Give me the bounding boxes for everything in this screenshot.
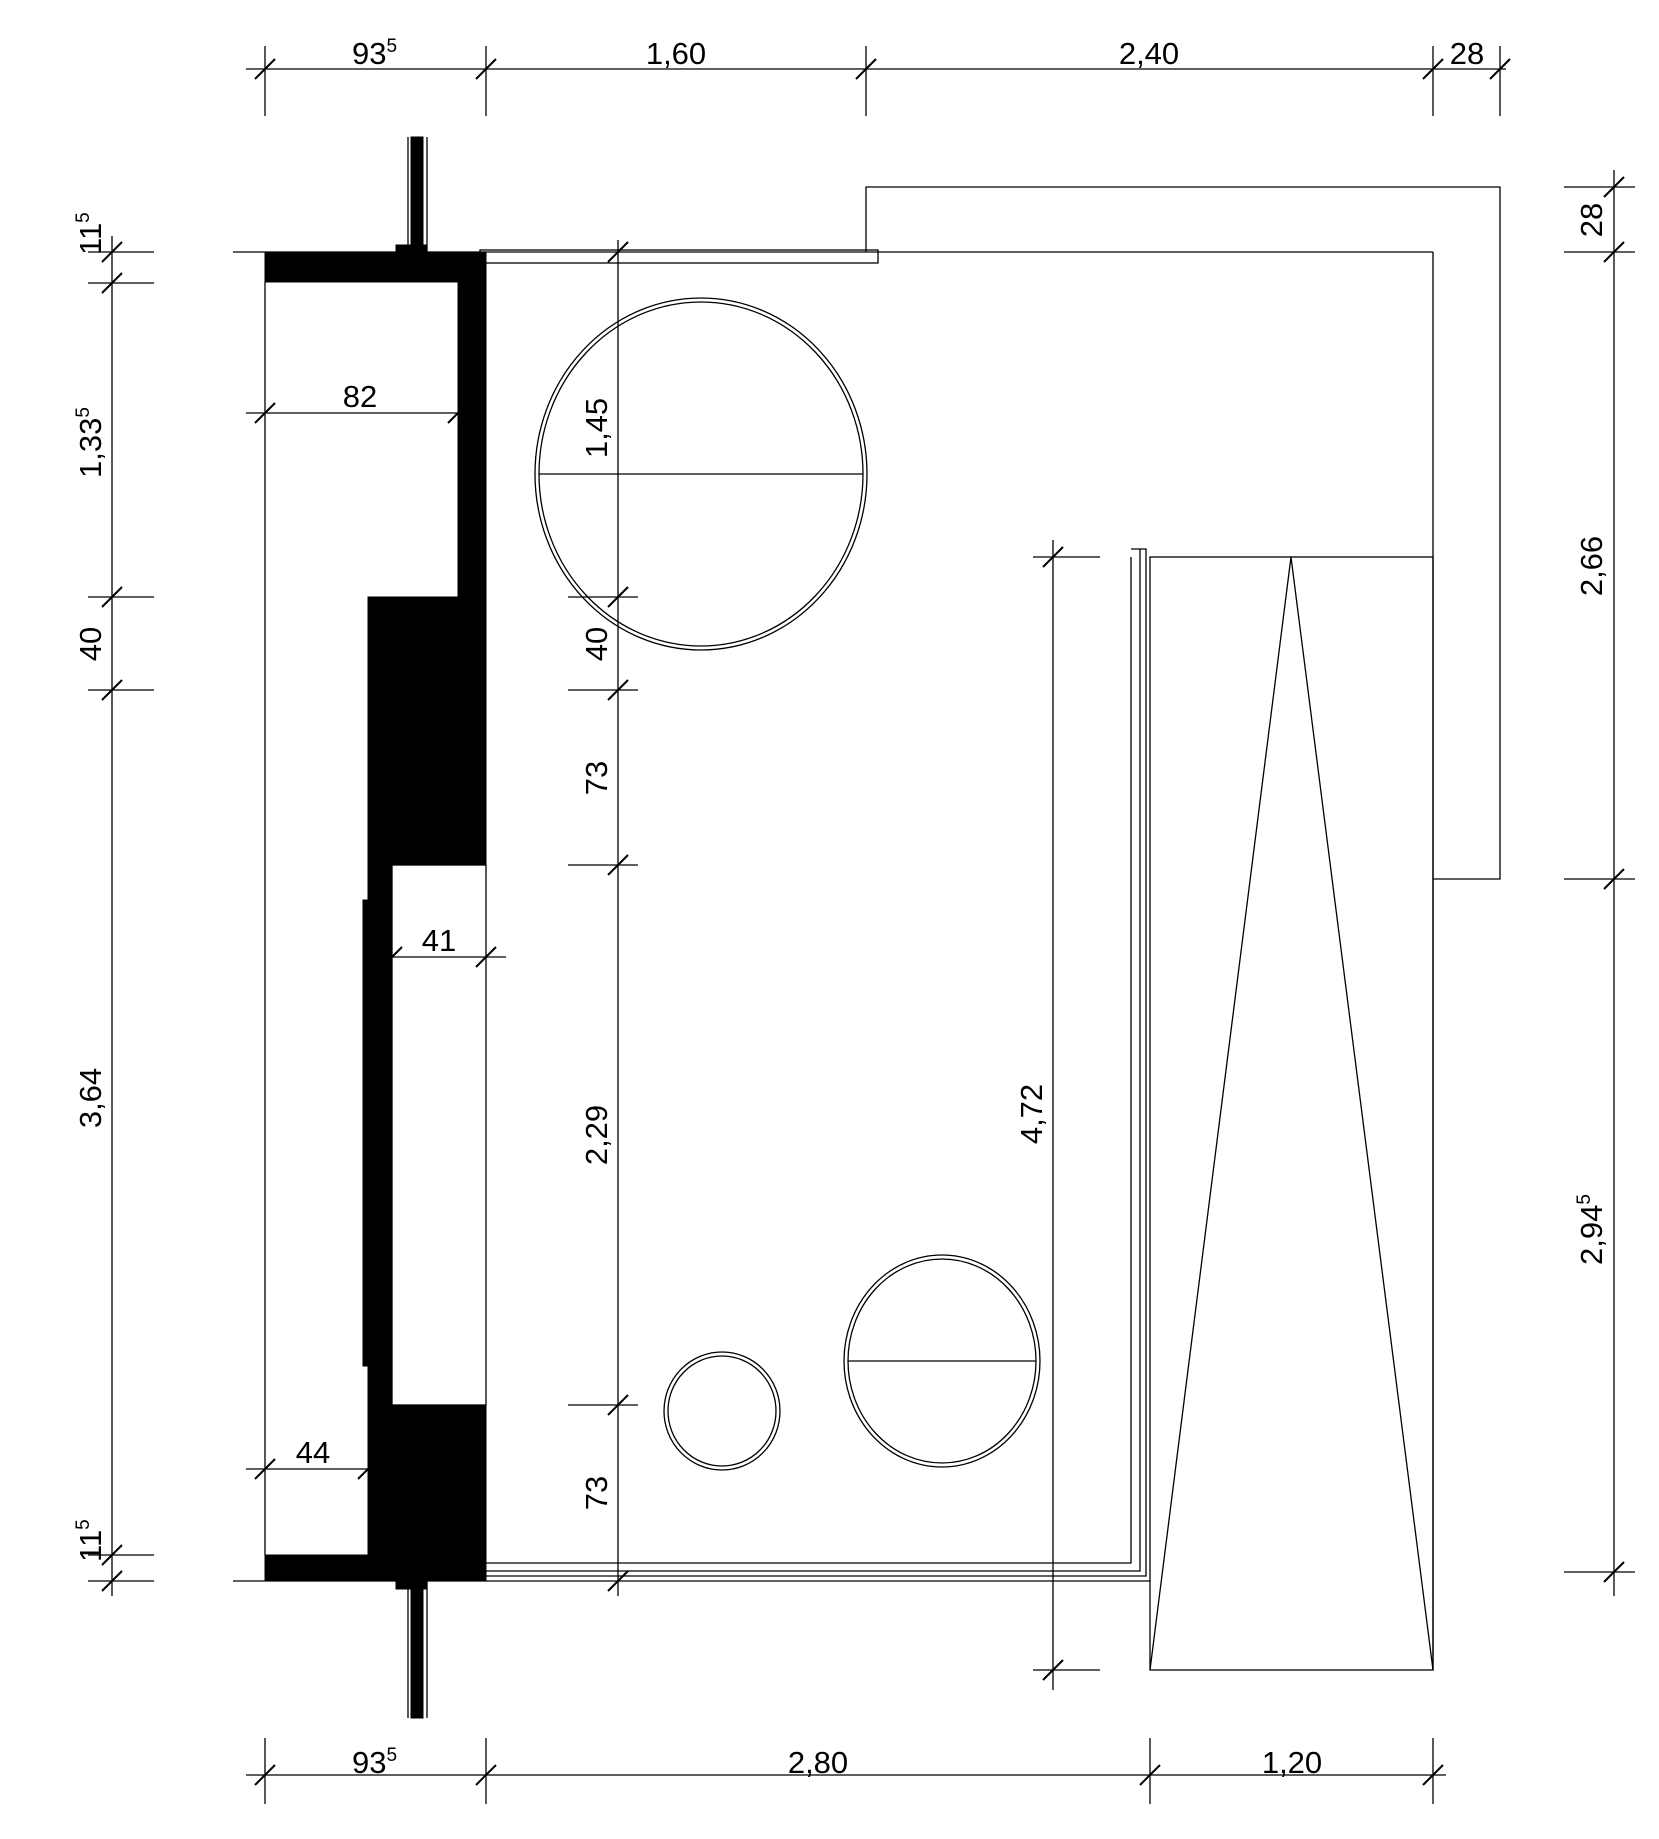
post-cap-bottom [395, 1572, 427, 1590]
dim-col-229: 2,29 [579, 1105, 614, 1165]
bottom-dimension-chain: 935 2,80 1,20 [246, 1738, 1446, 1804]
dim-col-40: 40 [579, 627, 614, 661]
dim-left-115-top: 115 [73, 212, 108, 255]
dim-bottom-935: 935 [352, 1745, 397, 1780]
dim-col-73-upper: 73 [579, 761, 614, 795]
ramp-outline [1149, 556, 1434, 1671]
dim-left-115-bottom: 115 [73, 1519, 108, 1562]
left-dimension-chain: 115 1,335 40 3,64 115 [73, 212, 154, 1596]
round-table-medium [843, 1254, 1041, 1468]
right-dimension-chain: 28 2,66 2,945 [1564, 170, 1635, 1596]
dim-top-160: 1,60 [646, 36, 706, 71]
vertical-posts [395, 136, 428, 1719]
dim-right-266: 2,66 [1574, 536, 1609, 596]
interior-dimension-column: 1,45 40 73 2,29 73 [568, 240, 638, 1596]
dim-col-145: 1,45 [579, 398, 614, 458]
dim-width-41-group: 41 [381, 923, 506, 968]
upper-right-recess [865, 186, 1501, 880]
dim-width-44: 44 [296, 1435, 330, 1470]
wall-block-73-lower [367, 1404, 487, 1582]
top-dimension-chain: 935 1,60 2,40 28 [246, 36, 1511, 116]
wall-bottom-left [264, 1554, 480, 1582]
round-stool [663, 1351, 781, 1471]
dim-bottom-280: 2,80 [788, 1745, 848, 1780]
dim-right-2945: 2,945 [1574, 1194, 1609, 1265]
wall-block-73-upper [367, 689, 487, 866]
dim-left-40: 40 [73, 627, 108, 661]
dim-left-364: 3,64 [73, 1068, 108, 1128]
dim-left-1335: 1,335 [73, 407, 108, 478]
wall-top-left [264, 251, 480, 283]
bottom-glazing [486, 548, 1147, 1577]
dim-top-28: 28 [1450, 36, 1484, 71]
wall-niche [391, 864, 487, 1406]
dim-width-82-group: 82 [246, 379, 469, 424]
dim-length-472: 4,72 [1014, 1084, 1049, 1144]
dim-col-73-lower: 73 [579, 1476, 614, 1510]
dim-top-935: 935 [352, 36, 397, 71]
dim-bottom-120: 1,20 [1262, 1745, 1322, 1780]
dim-width-44-group: 44 [246, 1435, 379, 1480]
dim-right-28: 28 [1574, 203, 1609, 237]
dim-top-240: 2,40 [1119, 36, 1179, 71]
ramp [1149, 556, 1434, 1671]
wall-upper-column [457, 251, 487, 598]
dim-width-82: 82 [343, 379, 377, 414]
wall-cabinet-back [367, 864, 393, 1406]
wall-cabinet-shadow [362, 899, 372, 1367]
dim-472-group: 4,72 [1014, 540, 1100, 1690]
dim-width-41: 41 [422, 923, 456, 958]
wall-block-40 [367, 596, 487, 691]
post-cap-top [395, 244, 427, 262]
round-table-large [534, 297, 868, 651]
ramp-arrow [1149, 556, 1434, 1671]
left-wall [264, 251, 487, 1582]
